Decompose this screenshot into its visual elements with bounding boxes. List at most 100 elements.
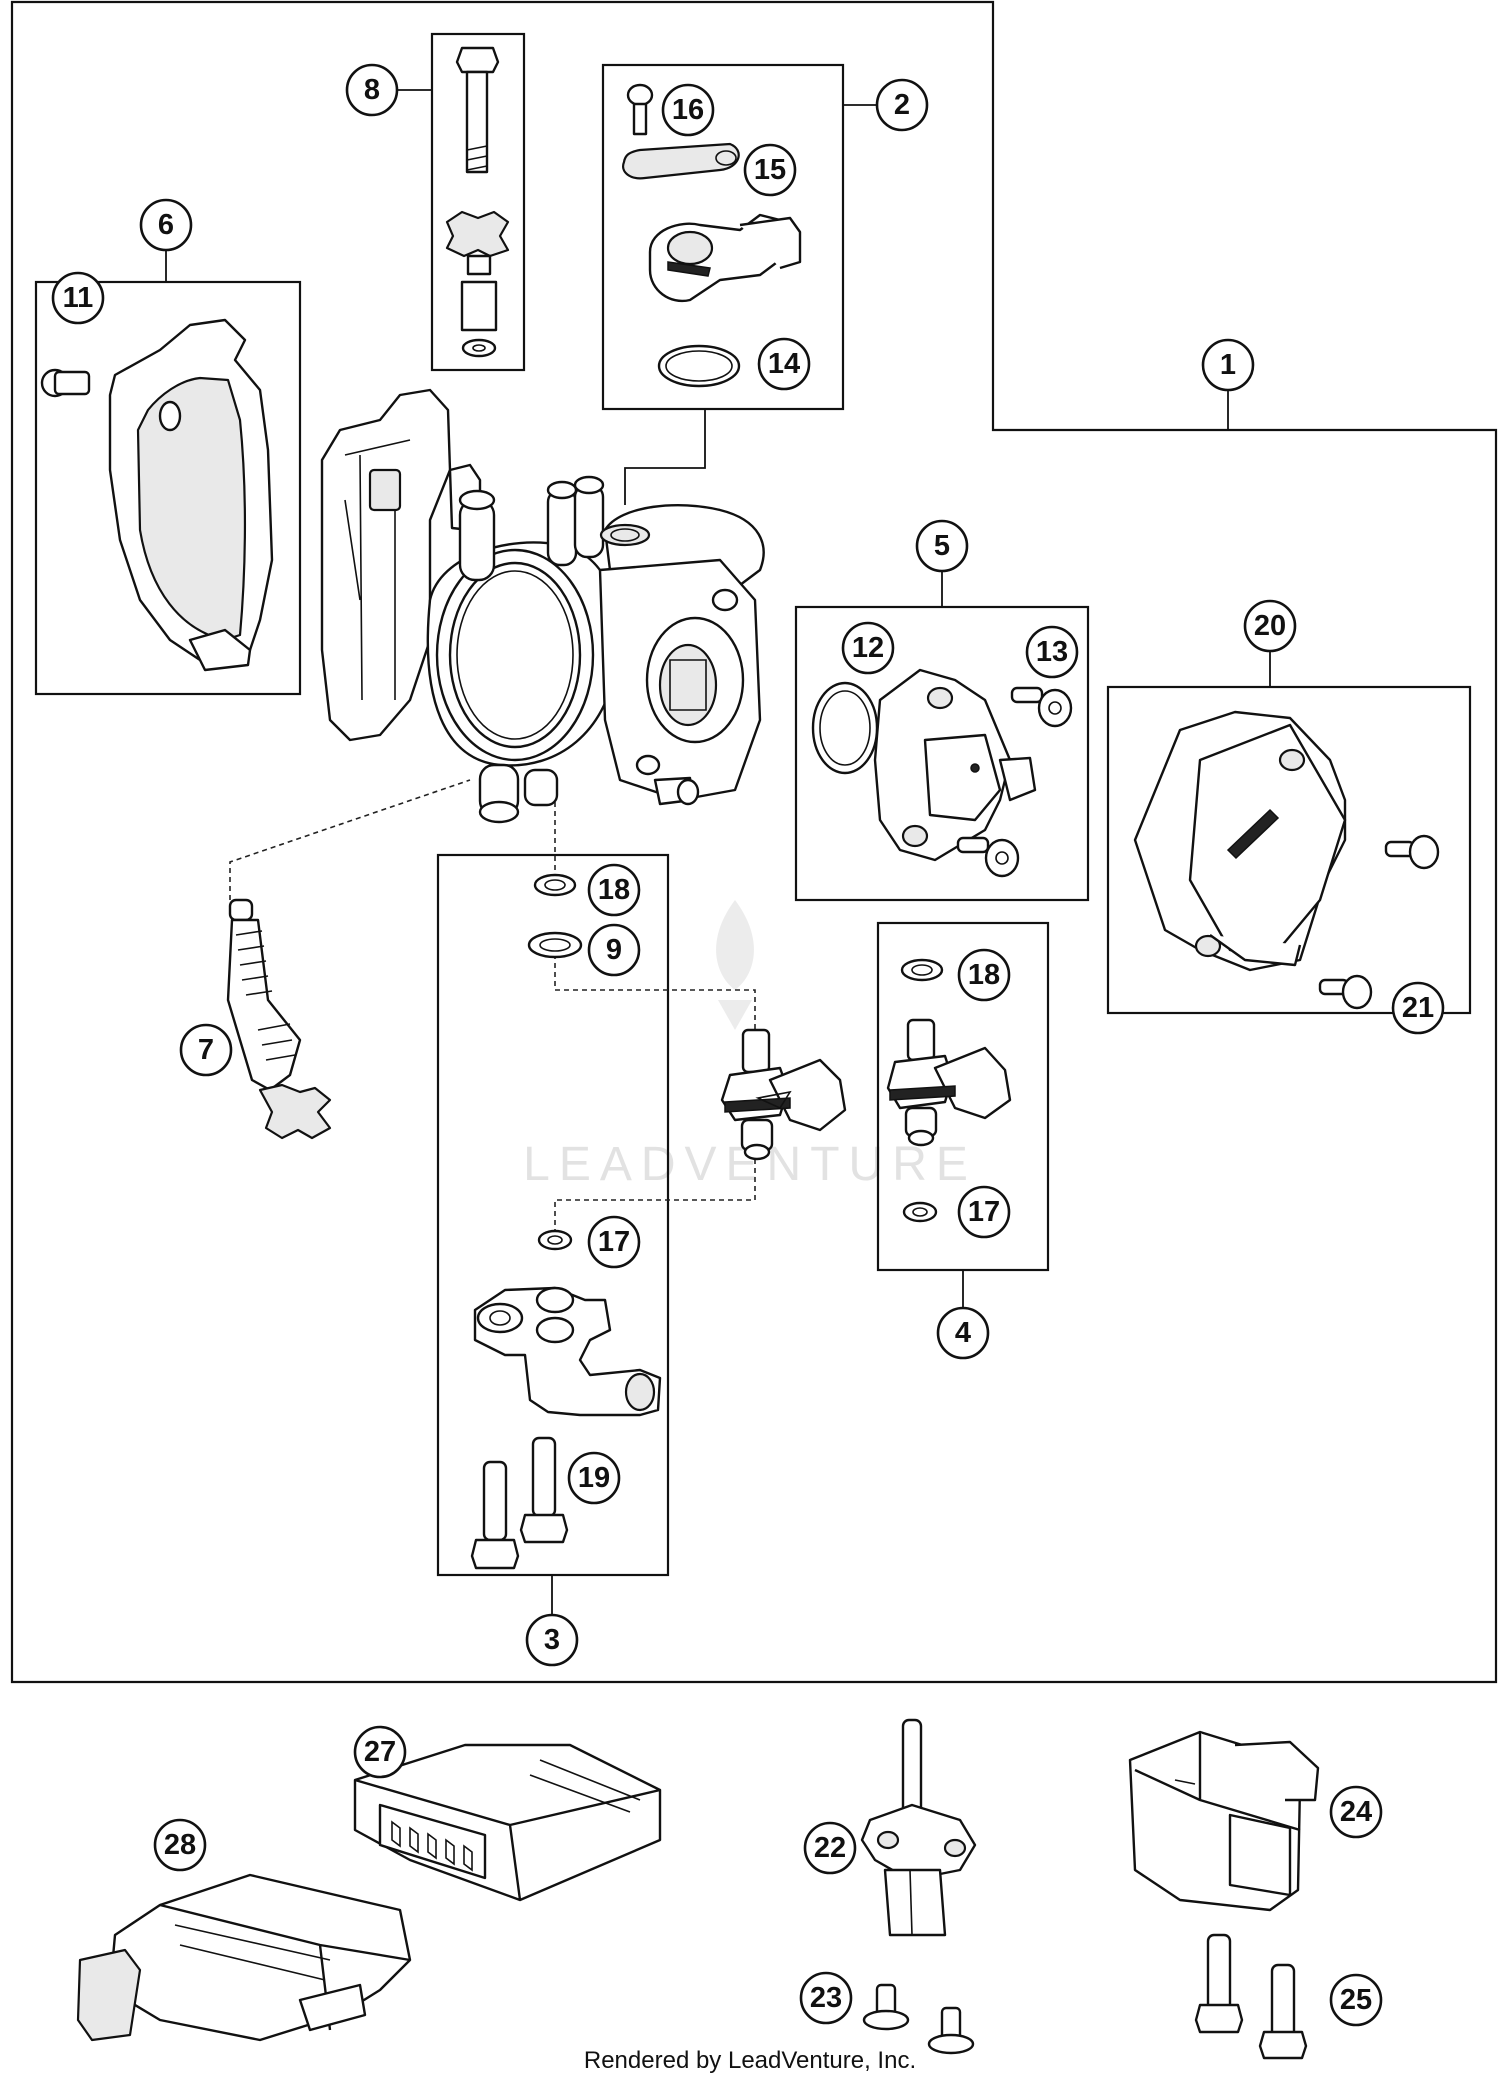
throttle-body	[320, 388, 765, 824]
svg-text:27: 27	[364, 1736, 396, 1768]
part-24-connector	[1128, 1730, 1320, 1912]
svg-text:1: 1	[1220, 349, 1236, 381]
footer-credit: Rendered by LeadVenture, Inc.	[584, 2047, 916, 2074]
svg-text:15: 15	[754, 154, 786, 186]
svg-text:17: 17	[598, 1226, 630, 1258]
svg-text:13: 13	[1036, 636, 1068, 668]
svg-text:19: 19	[578, 1462, 610, 1494]
svg-text:11: 11	[63, 282, 94, 314]
callout-5: 5	[915, 519, 969, 573]
callout-9: 9	[587, 923, 641, 977]
group-box-6	[34, 280, 302, 696]
svg-text:21: 21	[1402, 992, 1434, 1024]
part-13-screw-a	[1010, 686, 1073, 728]
svg-text:7: 7	[198, 1034, 214, 1066]
callout-28: 28	[153, 1818, 207, 1872]
svg-text:9: 9	[606, 934, 622, 966]
callout-20: 20	[1243, 599, 1297, 653]
part-28-module	[76, 1873, 412, 2042]
part-8-screw-assembly	[445, 46, 510, 358]
callout-17b: 17	[957, 1185, 1011, 1239]
part-23-screw-a	[862, 1983, 910, 2031]
part-17-ring-a	[537, 1229, 573, 1251]
part-15-lever	[622, 142, 740, 180]
part-21-screw-a	[1384, 834, 1440, 870]
assembly-outline	[10, 0, 1498, 1684]
callout-25: 25	[1329, 1973, 1383, 2027]
part-25-bolt-a	[1194, 1933, 1244, 2034]
dash-injector-17	[554, 1150, 756, 1230]
part-19-bolt-a	[470, 1460, 520, 1570]
part-21-screw-b	[1318, 974, 1373, 1010]
part-18-ring-a	[533, 873, 577, 897]
part-injector-a	[720, 1028, 847, 1161]
dash-sparkplug	[229, 779, 471, 900]
callout-21: 21	[1391, 981, 1445, 1035]
svg-text:25: 25	[1340, 1984, 1372, 2016]
callout-23: 23	[799, 1971, 853, 2025]
svg-text:24: 24	[1340, 1796, 1372, 1828]
part-6-bracket	[108, 318, 274, 672]
svg-text:20: 20	[1254, 610, 1286, 642]
callout-4: 4	[936, 1306, 990, 1360]
part-5-sensor	[873, 668, 1037, 862]
callout-19: 19	[567, 1451, 621, 1505]
part-7-sparkplug	[226, 898, 332, 1140]
svg-text:14: 14	[768, 348, 800, 380]
callout-16: 16	[661, 83, 715, 137]
part-injector-b	[886, 1018, 1012, 1147]
svg-text:18: 18	[968, 959, 1000, 991]
callout-18a: 18	[587, 863, 641, 917]
callout-7: 7	[179, 1023, 233, 1077]
callout-2: 2	[875, 78, 929, 132]
group-box-2	[601, 63, 845, 411]
callout-22: 22	[803, 1821, 857, 1875]
callout-1: 1	[1201, 338, 1255, 392]
part-13-screw-b	[956, 836, 1020, 878]
part-22-sensor	[860, 1718, 977, 1937]
part-fuel-rail	[473, 1286, 662, 1417]
leader-14	[624, 409, 706, 505]
callout-6: 6	[139, 198, 193, 252]
svg-text:23: 23	[810, 1982, 842, 2014]
part-19-bolt-b	[519, 1436, 569, 1544]
callout-15: 15	[743, 143, 797, 197]
group-box-8	[430, 32, 526, 372]
callout-8: 8	[345, 63, 399, 117]
part-14-o-ring	[657, 344, 741, 388]
part-18-ring-b	[900, 958, 944, 982]
svg-text:16: 16	[672, 94, 704, 126]
callout-12: 12	[841, 621, 895, 675]
group-box-3	[436, 853, 670, 1577]
svg-text:12: 12	[852, 632, 884, 664]
part-12-o-ring	[811, 681, 879, 775]
part-25-bolt-b	[1258, 1963, 1308, 2060]
svg-text:18: 18	[598, 874, 630, 906]
svg-text:6: 6	[158, 209, 174, 241]
callout-14: 14	[757, 337, 811, 391]
callout-17a: 17	[587, 1215, 641, 1269]
callout-13: 13	[1025, 625, 1079, 679]
svg-text:17: 17	[968, 1196, 1000, 1228]
part-9-ring	[527, 931, 583, 959]
svg-text:28: 28	[164, 1829, 196, 1861]
dash-9-injector	[554, 945, 756, 1030]
callout-24: 24	[1329, 1785, 1383, 1839]
svg-text:22: 22	[814, 1832, 846, 1864]
part-11-plug	[40, 368, 91, 398]
part-17-ring-b	[902, 1201, 938, 1223]
callout-11: 11	[51, 271, 105, 325]
part-27-module	[353, 1743, 662, 1902]
part-16-screw	[626, 83, 654, 136]
svg-text:8: 8	[364, 74, 380, 106]
part-23-screw-b	[927, 2006, 975, 2055]
callout-3: 3	[525, 1613, 579, 1667]
group-box-20	[1106, 685, 1472, 1015]
part-20-cover	[1133, 710, 1347, 972]
svg-text:4: 4	[955, 1317, 971, 1349]
svg-text:2: 2	[894, 89, 910, 121]
callout-27: 27	[353, 1725, 407, 1779]
part-2-sensor	[648, 213, 802, 303]
svg-text:5: 5	[934, 530, 950, 562]
